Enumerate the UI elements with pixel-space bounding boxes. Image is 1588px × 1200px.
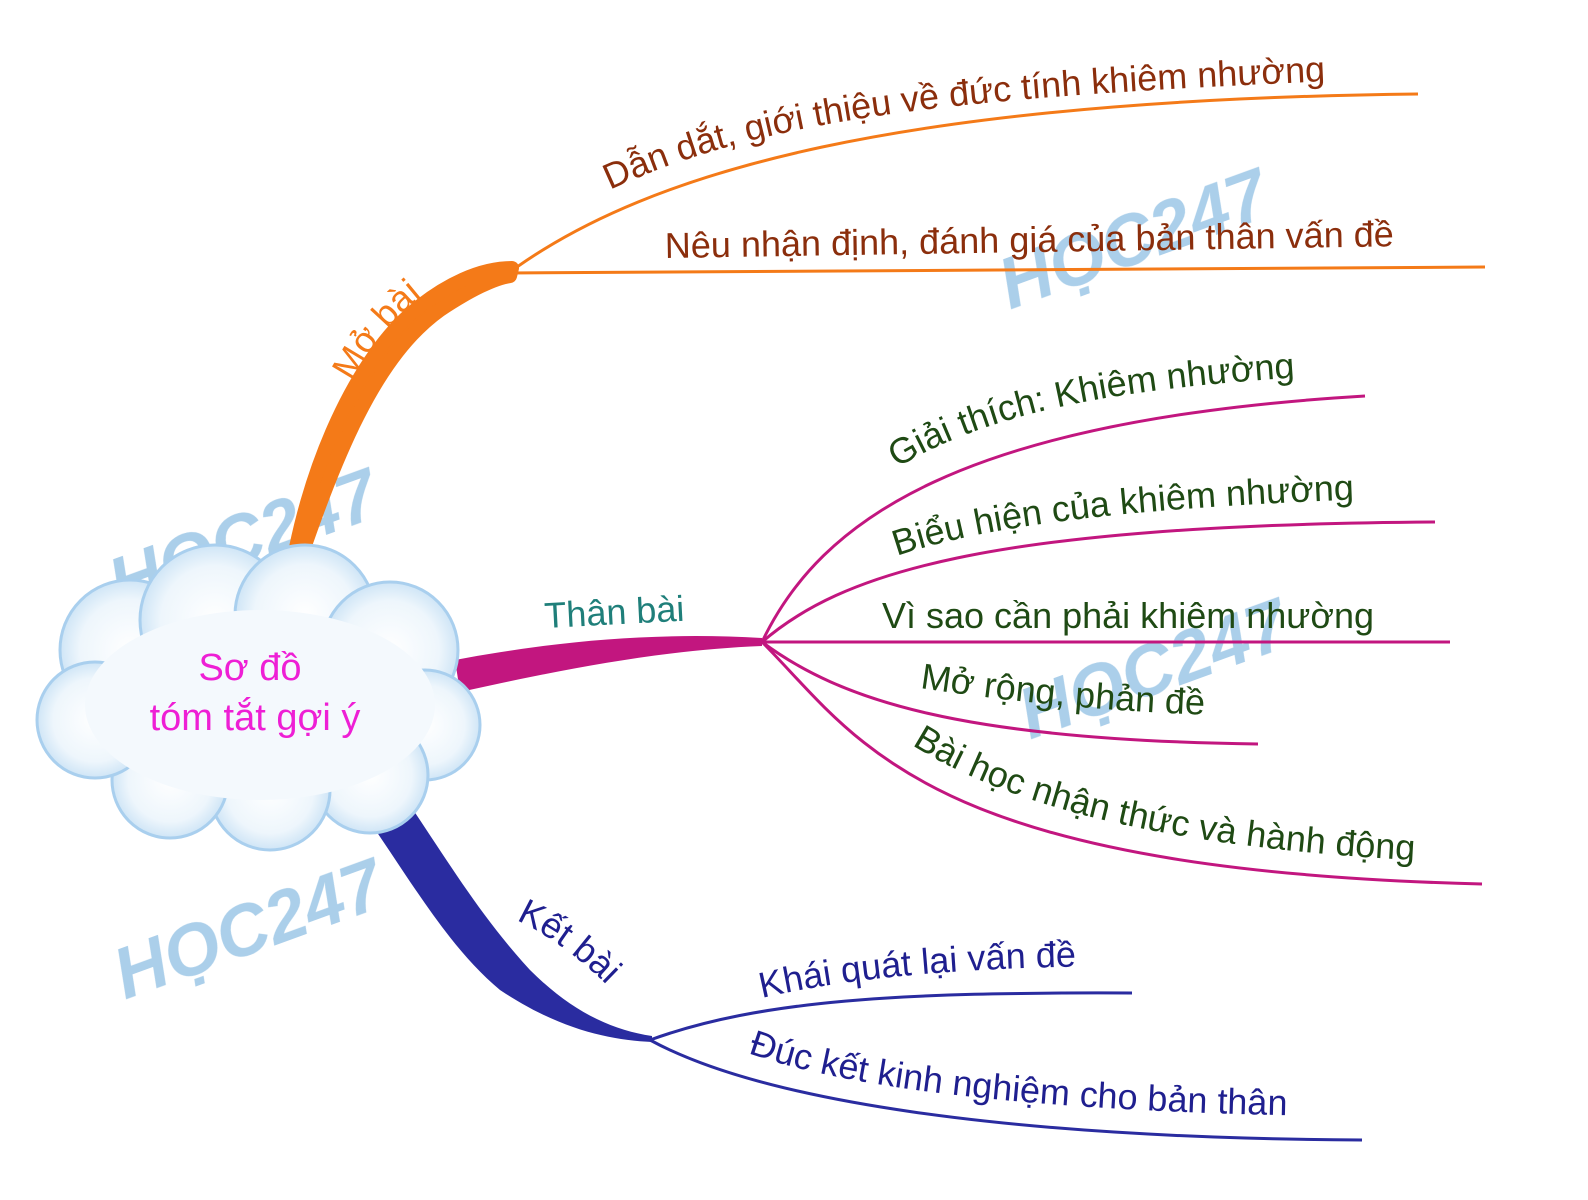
than-bai-line-4 <box>761 640 1259 746</box>
branch-mo-bai: Mở bài Dẫn dắt, giới thiệu về đức tính k… <box>281 48 1486 602</box>
mo-bai-trunk <box>281 261 519 602</box>
than-bai-line-1 <box>760 394 1366 643</box>
mo-bai-item-2: Nêu nhận định, đánh giá của bản thân vấn… <box>664 213 1394 266</box>
ket-bai-line-1 <box>649 991 1133 1042</box>
ket-bai-trunk <box>340 770 652 1042</box>
ket-bai-line-2 <box>649 1038 1363 1142</box>
mo-bai-line-2 <box>507 265 1486 275</box>
than-bai-line-2 <box>761 520 1436 644</box>
center-cloud: Sơ đồ tóm tắt gợi ý <box>35 543 482 852</box>
than-bai-trunk <box>455 636 762 692</box>
than-bai-item-2: Biểu hiện của khiêm nhường <box>887 467 1355 564</box>
mo-bai-line-1 <box>509 92 1419 274</box>
center-title-line-2: tóm tắt gợi ý <box>150 696 361 739</box>
center-title-line-1: Sơ đồ <box>198 647 301 689</box>
ket-bai-item-1: Khái quát lại vấn đề <box>755 933 1077 1005</box>
branch-than-bai: Thân bài Giải thích: Khiêm nhường Biểu h… <box>455 345 1483 886</box>
than-bai-line-5 <box>760 640 1483 886</box>
than-bai-label: Thân bài <box>543 588 685 636</box>
than-bai-item-1: Giải thích: Khiêm nhường <box>881 345 1296 475</box>
than-bai-item-5: Bài học nhận thức và hành động <box>908 717 1417 869</box>
watermark-4: HỌC247 <box>103 843 396 1015</box>
than-bai-item-3: Vì sao cần phải khiêm nhường <box>882 595 1374 636</box>
ket-bai-item-2: Đúc kết kinh nghiệm cho bản thân <box>745 1022 1288 1123</box>
